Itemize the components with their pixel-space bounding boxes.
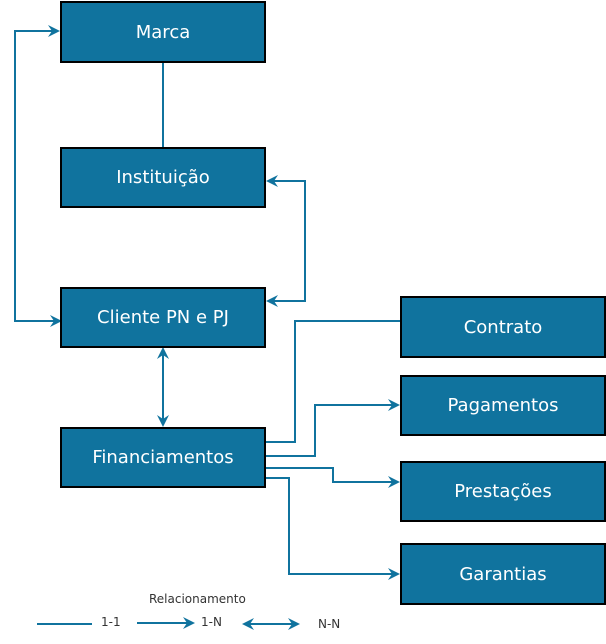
entity-garantias[interactable]: Garantias <box>400 543 606 605</box>
entity-label: Garantias <box>459 563 547 585</box>
entity-financiamentos[interactable]: Financiamentos <box>60 427 266 488</box>
connector-instituicao-cliente <box>266 175 306 307</box>
entity-label: Instituição <box>116 167 210 188</box>
entity-label: Prestações <box>454 481 552 502</box>
legend-label-1-N: 1-N <box>201 615 222 629</box>
connector-cliente-marca <box>14 25 62 327</box>
entity-label: Financiamentos <box>92 447 234 468</box>
entity-label: Pagamentos <box>447 395 559 416</box>
connector-financiamentos-garantias <box>266 477 400 580</box>
entity-prestacoes[interactable]: Prestações <box>400 461 606 522</box>
connector-financiamentos-pagamentos <box>266 399 400 457</box>
connector-financiamentos-prestacoes <box>266 467 400 488</box>
entity-label: Marca <box>135 21 191 43</box>
connector-financiamentos-contrato <box>266 320 400 443</box>
entity-instituicao[interactable]: Instituição <box>60 147 266 208</box>
legend-label-1-1: 1-1 <box>101 615 121 629</box>
entity-marca[interactable]: Marca <box>60 1 266 63</box>
entity-pagamentos[interactable]: Pagamentos <box>400 375 606 436</box>
entity-contrato[interactable]: Contrato <box>400 296 606 358</box>
entity-cliente[interactable]: Cliente PN e PJ <box>60 287 266 348</box>
entity-label: Cliente PN e PJ <box>97 307 229 328</box>
entity-label: Contrato <box>463 316 543 338</box>
legend-title: Relacionamento <box>149 592 246 606</box>
legend-label-N-N: N-N <box>318 617 341 631</box>
